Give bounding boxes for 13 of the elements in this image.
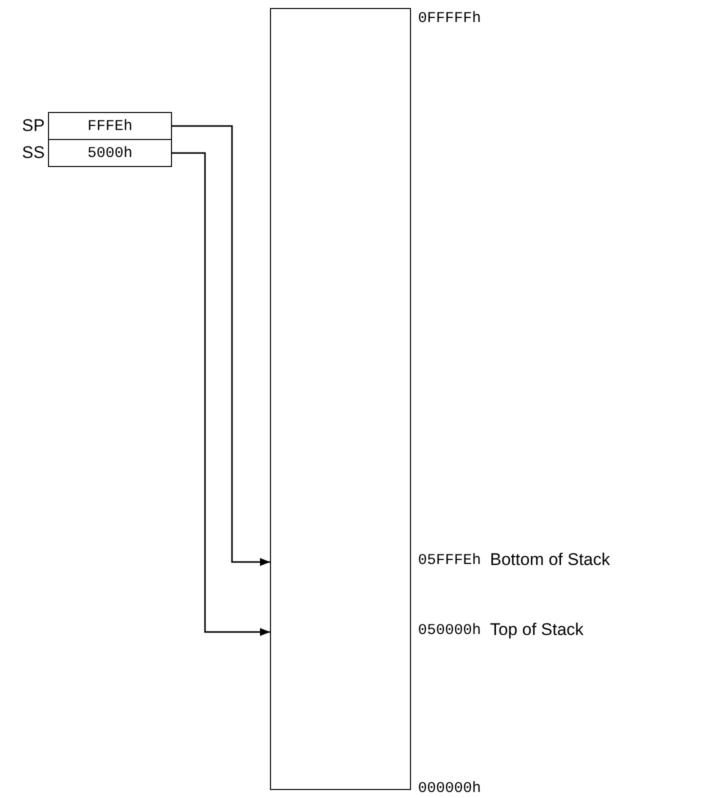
address-label: 0FFFFFh	[418, 10, 482, 27]
register-name: SP	[22, 116, 45, 136]
stack-label: Bottom of Stack	[490, 550, 610, 570]
address-label: 05FFFEh	[418, 552, 482, 569]
arrow	[172, 125, 270, 566]
stack-label: Top of Stack	[490, 620, 584, 640]
register-name: SS	[22, 143, 45, 163]
address-label: 050000h	[418, 622, 482, 639]
register-box: 5000h	[48, 139, 172, 167]
address-label: 000000h	[418, 780, 482, 797]
arrow	[172, 152, 270, 636]
memory-block	[270, 8, 411, 790]
register-box: FFFEh	[48, 112, 172, 140]
